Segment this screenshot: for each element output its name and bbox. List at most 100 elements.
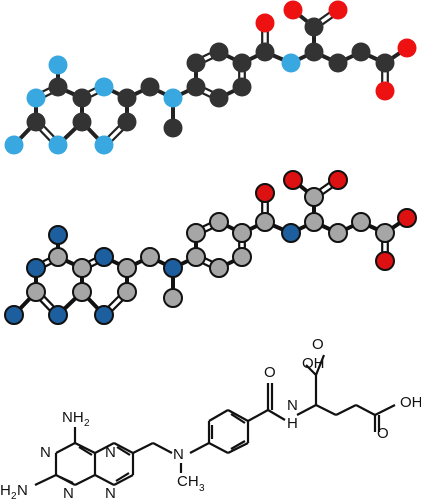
atom-n2-n — [4, 305, 24, 325]
atom-b5-c — [232, 247, 252, 267]
skeletal-bond — [227, 442, 249, 454]
label-methyl: CH — [177, 473, 199, 490]
skeletal-bond — [152, 442, 173, 454]
atom-b6-c — [209, 258, 229, 278]
label-amino-top-sub: 2 — [84, 418, 90, 429]
atom-n5-n — [94, 247, 114, 267]
label-o-acid-top: O — [312, 336, 324, 353]
atom-nh-n — [281, 223, 301, 243]
atom-oa2-o — [328, 0, 348, 20]
atom-oc-o — [255, 183, 275, 203]
label-oh-right: OH — [400, 394, 421, 411]
atom-b2-c — [186, 223, 206, 243]
atom-c7-c — [117, 112, 137, 132]
atom-b2-c — [186, 53, 206, 73]
skeletal-bond — [208, 409, 229, 422]
skeletal-bond — [374, 404, 396, 416]
atom-c8a-c — [72, 112, 92, 132]
label-amino-bottom-h: H — [0, 482, 11, 499]
atom-co-c — [255, 42, 275, 62]
atom-c2-c — [26, 112, 46, 132]
skeletal-bond — [113, 474, 134, 486]
skeletal-bond — [296, 404, 317, 416]
skeletal-formula: OH OH N H N CH 3 NH 2 H 2 N N N N N O O … — [0, 336, 421, 500]
atom-cb-c — [328, 223, 348, 243]
atom-n4-n — [48, 55, 68, 75]
skeletal-bond — [230, 440, 246, 450]
atom-cd-c — [375, 53, 395, 73]
atom-od1-o — [397, 38, 417, 58]
label-o-carbonyl: O — [264, 364, 276, 381]
label-amine-n: N — [173, 446, 184, 463]
atom-cg-c — [351, 42, 371, 62]
flat-space-filling-model — [4, 0, 417, 155]
atom-me-c — [163, 288, 183, 308]
skeletal-bond — [116, 446, 131, 456]
atom-n1-n — [48, 305, 68, 325]
skeletal-bond — [34, 474, 57, 486]
atom-n3-n — [26, 258, 46, 278]
atom-oc-o — [255, 13, 275, 33]
skeletal-bond — [59, 476, 74, 484]
skeletal-bond — [230, 413, 246, 424]
skeletal-bond — [55, 442, 76, 454]
label-oh-top: OH — [302, 355, 325, 372]
atom-cd-c — [375, 223, 395, 243]
label-amide-h: H — [287, 415, 298, 432]
skeletal-bond — [74, 474, 96, 486]
skeletal-bond — [94, 442, 115, 454]
skeletal-bond — [314, 354, 326, 376]
atom-n2-n — [4, 135, 24, 155]
atom-cac-c — [304, 187, 324, 207]
atom-oa1-o — [283, 170, 303, 190]
atom-c4-c — [48, 247, 68, 267]
atom-n8-n — [94, 135, 114, 155]
atom-oa2-o — [328, 170, 348, 190]
atom-c8a-c — [72, 282, 92, 302]
atom-od1-o — [397, 208, 417, 228]
label-amino-bottom-n: N — [17, 482, 28, 499]
label-amide-n: N — [287, 397, 298, 414]
label-ring-n8: N — [105, 485, 116, 500]
atom-b4-c — [232, 223, 252, 243]
atom-cb-c — [328, 53, 348, 73]
atom-b1-c — [186, 247, 206, 267]
atom-b4-c — [232, 53, 252, 73]
skeletal-bond — [227, 409, 249, 422]
atom-cac-c — [304, 17, 324, 37]
label-ring-n1: N — [40, 444, 51, 461]
atom-b6-c — [209, 88, 229, 108]
atom-b3-c — [209, 212, 229, 232]
skeletal-bond — [335, 404, 357, 416]
skeletal-bond — [305, 364, 317, 376]
atom-ca-c — [304, 212, 324, 232]
atom-n1-n — [48, 135, 68, 155]
skeletal-bond — [355, 404, 376, 416]
skeletal-bond — [247, 409, 269, 422]
atom-c4-c — [48, 77, 68, 97]
atom-me-c — [163, 118, 183, 138]
label-o-acid-right: O — [377, 425, 389, 442]
atom-n4-n — [48, 225, 68, 245]
atom-b1-c — [186, 77, 206, 97]
skeletal-bond — [74, 442, 96, 454]
atom-c6-c — [117, 258, 137, 278]
atom-b3-c — [209, 42, 229, 62]
atom-n3-n — [26, 88, 46, 108]
atom-cg-c — [351, 212, 371, 232]
skeletal-bond — [208, 442, 229, 454]
skeletal-bond — [189, 442, 210, 454]
atom-co-c — [255, 212, 275, 232]
atom-oa1-o — [283, 0, 303, 20]
label-ring-n5: N — [105, 444, 116, 461]
atom-c4a-c — [72, 88, 92, 108]
skeletal-bond — [78, 446, 93, 456]
atom-c7-c — [117, 282, 137, 302]
skeletal-bond — [94, 474, 115, 486]
skeletal-bond — [115, 472, 130, 482]
skeletal-bond — [267, 409, 286, 421]
skeletal-bonds — [34, 354, 396, 486]
atom-n5-n — [94, 77, 114, 97]
skeletal-bond — [132, 442, 154, 454]
atom-ch2-c — [140, 247, 160, 267]
